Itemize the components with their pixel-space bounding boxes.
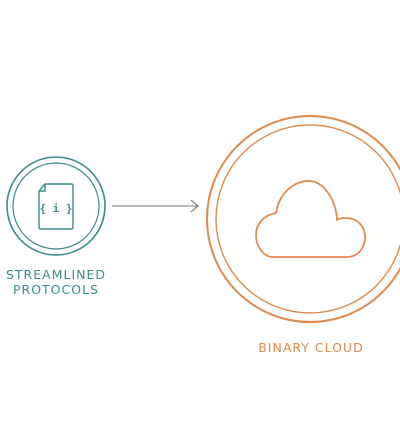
cloud-label: BINARY CLOUD <box>258 340 364 355</box>
document-fold <box>39 184 46 192</box>
cloud-inner-ring <box>215 124 400 314</box>
document-glyph: { i } <box>39 202 72 215</box>
protocols-outer-ring <box>6 156 106 256</box>
protocols-to-cloud-arrow <box>112 199 199 213</box>
document-code-icon: { i } <box>38 183 74 230</box>
arrow-head <box>190 199 199 213</box>
cloud-node <box>206 115 400 323</box>
protocols-inner-ring <box>12 162 100 250</box>
document-shape <box>38 183 74 230</box>
protocols-node: { i } <box>6 156 106 256</box>
cloud-outer-ring <box>206 115 400 323</box>
protocols-label-line1: STREAMLINED <box>5 267 106 282</box>
cloud-icon <box>255 180 366 258</box>
protocols-label: STREAMLINED PROTOCOLS <box>0 267 112 297</box>
protocols-label-line2: PROTOCOLS <box>12 282 99 297</box>
